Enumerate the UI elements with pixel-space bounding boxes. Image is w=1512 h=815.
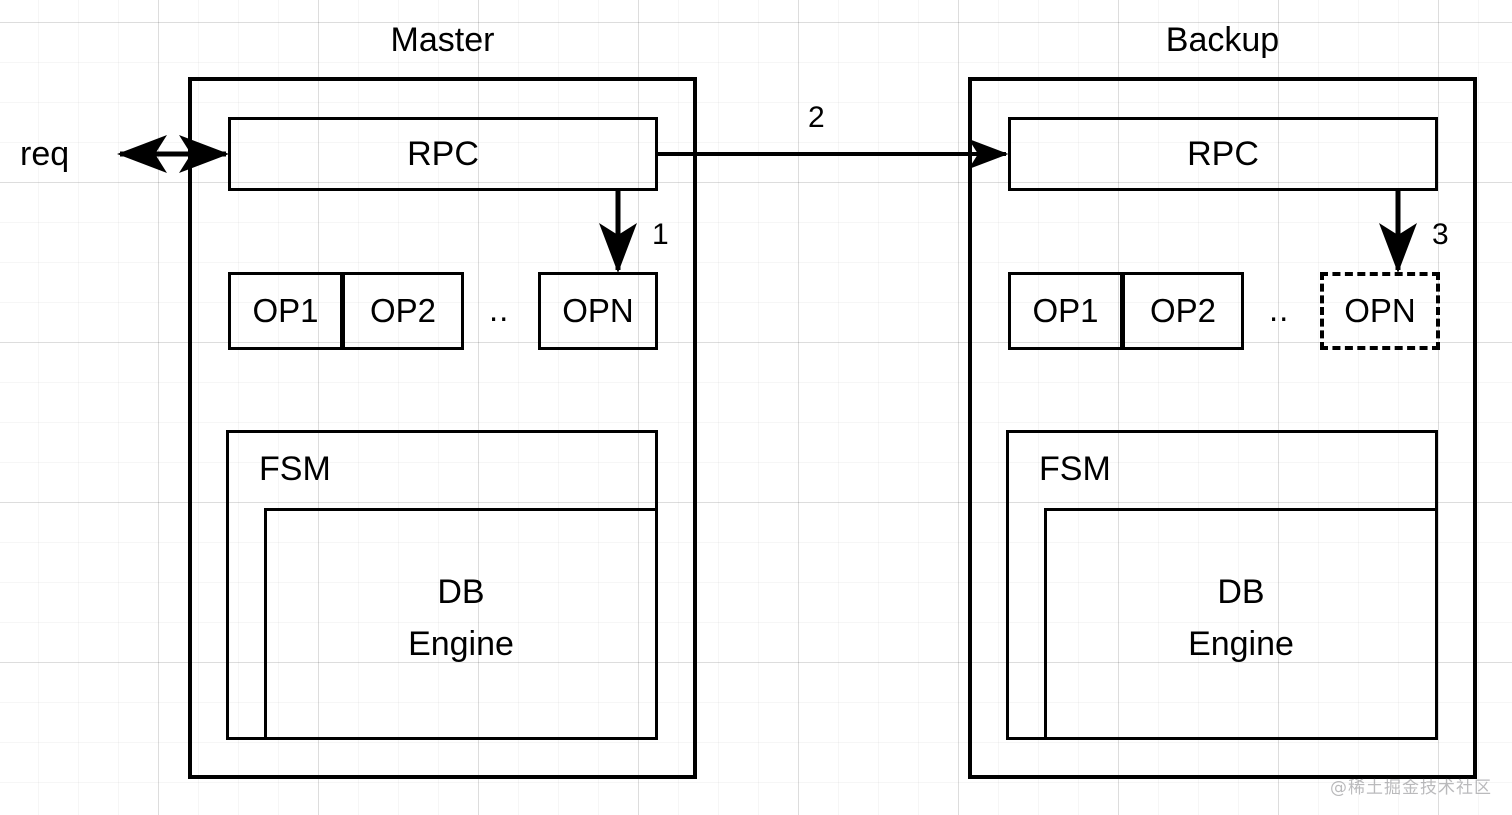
master-fsm-label: FSM (259, 450, 331, 488)
backup-db-engine-box[interactable]: DB Engine (1044, 508, 1438, 740)
backup-op-label-1: OP1 (1032, 292, 1099, 329)
backup-rpc-label: RPC (1187, 134, 1259, 173)
master-op-label-n: OPN (562, 292, 634, 329)
backup-fsm-label: FSM (1039, 450, 1111, 488)
backup-container (968, 77, 1477, 779)
arrow-label-3: 3 (1432, 218, 1449, 251)
arrow-label-1: 1 (652, 218, 669, 251)
req-label: req (20, 135, 70, 173)
master-op-box-1[interactable]: OP1 (228, 272, 343, 350)
backup-db-line2: Engine (1188, 625, 1294, 663)
backup-op-box-2[interactable]: OP2 (1122, 272, 1244, 350)
backup-op-label-n: OPN (1344, 292, 1416, 329)
master-op-label-2: OP2 (369, 292, 437, 329)
master-op-box-2[interactable]: OP2 (342, 272, 464, 350)
master-db-engine-box[interactable]: DB Engine (264, 508, 658, 740)
backup-op-ellipsis: .. (1269, 291, 1290, 328)
master-rpc-label: RPC (407, 134, 479, 173)
master-rpc-box[interactable]: RPC (228, 117, 658, 191)
backup-db-line1: DB (1217, 573, 1265, 611)
watermark-text: @稀土掘金技术社区 (1330, 778, 1492, 798)
master-op-label-1: OP1 (252, 292, 319, 329)
backup-op-box-n[interactable]: OPN (1320, 272, 1440, 350)
master-op-ellipsis: .. (489, 291, 510, 328)
master-title: Master (390, 21, 495, 59)
master-container (188, 77, 697, 779)
backup-title: Backup (1165, 21, 1280, 59)
master-db-line1: DB (437, 573, 485, 611)
backup-op-box-1[interactable]: OP1 (1008, 272, 1123, 350)
backup-rpc-box[interactable]: RPC (1008, 117, 1438, 191)
arrow-label-2: 2 (808, 101, 825, 134)
backup-op-label-2: OP2 (1149, 292, 1217, 329)
master-db-line2: Engine (408, 625, 514, 663)
master-op-box-n[interactable]: OPN (538, 272, 658, 350)
